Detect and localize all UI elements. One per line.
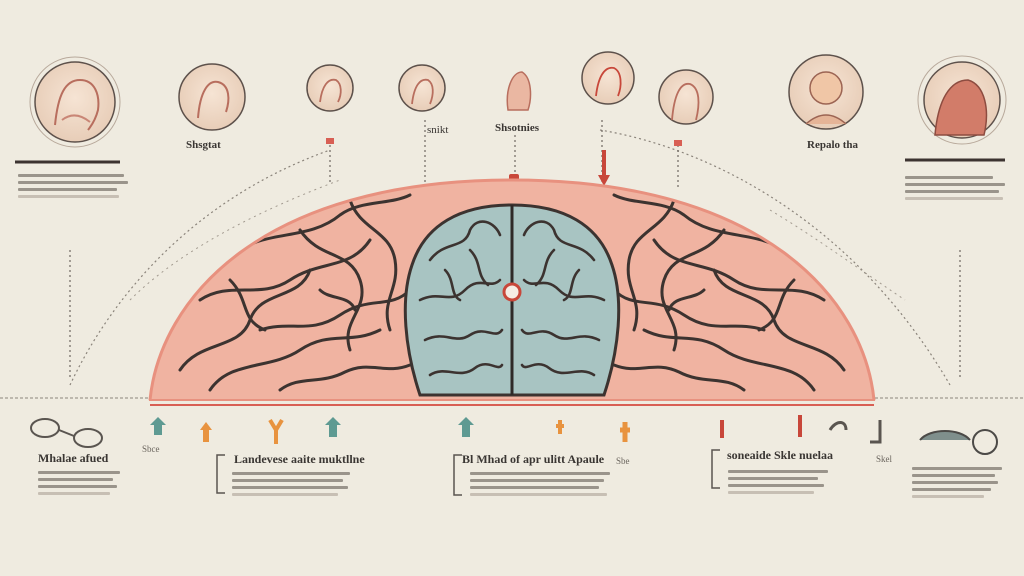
text-block-bottom-2 [232,468,350,500]
icon-caption: Sbce [142,444,160,454]
text-block-top-right [905,172,1005,204]
text-block-bottom-1 [38,467,120,499]
text-block-top-left [18,170,128,202]
brain-core-icon [403,203,621,397]
face-portrait-icon [658,69,714,125]
bottom-section-title: Mhalae afued [38,451,109,465]
bottom-section-title: Bl Mhad of apr ulitt Apaule [462,452,605,466]
portrait-label: snikt [427,124,449,136]
icon-caption: Sbe [616,456,630,466]
portrait-label: Shsotnies [495,122,540,134]
portrait-row [29,51,1007,148]
portrait-label: Shsgtat [186,139,221,151]
arrow-marker-icon [150,415,882,444]
face-portrait-icon [306,64,354,112]
text-block-bottom-5 [912,463,1002,502]
guide-arc-left-inner [129,179,341,301]
face-portrait-icon [398,64,446,112]
face-portrait-icon [178,63,246,131]
guide-arc-right-inner [769,209,906,301]
bottom-section-title: Landevese aaite muktllne [234,452,365,466]
face-portrait-icon [581,51,635,105]
face-portrait-icon [917,55,1007,145]
face-portrait-icon [29,56,121,148]
bracket-marks [216,449,720,496]
guide-arc-right [599,129,951,386]
face-portrait-icon [788,54,864,130]
face-portrait-icon [506,71,532,111]
portrait-label: Repalo tha [807,139,859,151]
text-block-bottom-3 [470,468,610,500]
eyeglasses-icon [30,418,998,455]
bottom-section-title: soneaide Skle nuelaa [727,448,834,462]
icon-caption: Skel [876,454,893,464]
text-block-bottom-4 [728,466,828,498]
guide-arc-left [69,149,331,386]
